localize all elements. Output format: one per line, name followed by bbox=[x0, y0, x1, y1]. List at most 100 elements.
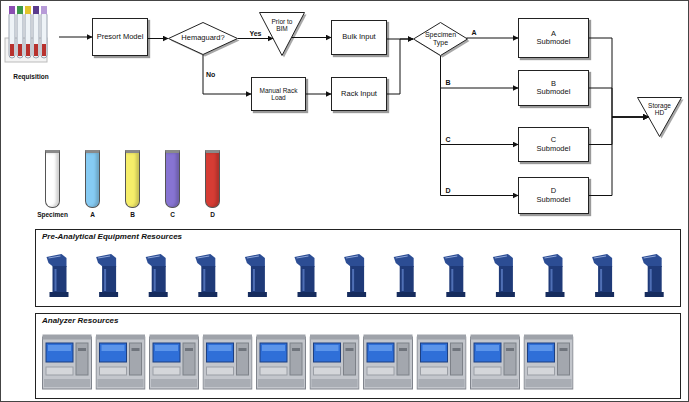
specimen-tube-swatch bbox=[165, 150, 180, 208]
node-text: B Submodel bbox=[535, 80, 573, 97]
shape-outline bbox=[169, 23, 238, 55]
connector-arrow bbox=[292, 37, 331, 38]
analyzer-icons bbox=[43, 335, 574, 390]
submodel-box: B Submodel bbox=[518, 70, 589, 106]
connector-arrow bbox=[148, 38, 168, 39]
connector-arrow bbox=[589, 88, 648, 117]
submodel-box: D Submodel bbox=[518, 177, 589, 214]
tube bbox=[41, 12, 47, 58]
panel-heading: Analyzer Resources bbox=[42, 317, 118, 326]
node-label: Pre-Analytical Equipment Resources bbox=[42, 233, 182, 242]
analyzer-instrument bbox=[471, 335, 520, 390]
node-label: Analyzer Resources bbox=[42, 317, 118, 326]
connector-arrow bbox=[589, 117, 648, 145]
pre-analytical-instrument bbox=[344, 254, 366, 297]
tube-liquid bbox=[18, 44, 22, 56]
tube bbox=[25, 12, 31, 58]
legend-text: B bbox=[108, 211, 158, 218]
analyzer-instrument bbox=[150, 335, 199, 390]
connector-arrow bbox=[387, 39, 413, 94]
node-text: Prior to BIM bbox=[268, 18, 296, 32]
analyzer-instrument bbox=[524, 335, 573, 390]
connector-label: A bbox=[471, 29, 476, 36]
pre-analytical-instrument bbox=[543, 254, 565, 297]
connector-arrow bbox=[59, 37, 92, 38]
node-label: A Submodel bbox=[535, 30, 573, 47]
tube-liquid bbox=[26, 44, 30, 56]
pre-analytical-icons bbox=[47, 254, 664, 297]
panel-heading: Pre-Analytical Equipment Resources bbox=[42, 233, 182, 242]
node-label: Bulk Input bbox=[342, 33, 375, 41]
requisition-node: Requisition bbox=[3, 3, 59, 80]
resource-panel: Analyzer Resources bbox=[35, 313, 681, 399]
node-text: Rack Input bbox=[341, 90, 377, 98]
connector-arrow bbox=[466, 38, 518, 39]
shape-outline bbox=[638, 98, 682, 137]
submodel-box: A Submodel bbox=[518, 18, 589, 58]
process-box: Bulk Input bbox=[331, 20, 387, 55]
connector-arrow bbox=[589, 38, 648, 117]
pre-analytical-instrument bbox=[47, 254, 69, 297]
node-text: Bulk Input bbox=[342, 33, 375, 41]
tube-cap bbox=[33, 6, 39, 14]
process-box: Presort Model bbox=[92, 18, 148, 56]
specimen-tube-swatch bbox=[45, 150, 60, 208]
tube-liquid bbox=[34, 44, 38, 56]
legend-text: Specimen bbox=[28, 211, 78, 218]
triangle-node: Prior to BIM bbox=[259, 12, 305, 56]
connector-arrow bbox=[306, 94, 331, 95]
shape-outline bbox=[414, 23, 468, 56]
process-box: Rack Input bbox=[331, 77, 387, 111]
node-label: B Submodel bbox=[535, 80, 573, 97]
node-text: C Submodel bbox=[535, 136, 573, 153]
analyzer-instrument bbox=[417, 335, 466, 390]
requisition-paper bbox=[5, 38, 47, 62]
connector-arrow bbox=[441, 56, 519, 88]
node-text: Hemaguard? bbox=[181, 34, 224, 42]
pre-analytical-instrument bbox=[96, 254, 118, 297]
connector-arrow bbox=[589, 117, 648, 196]
resource-panel: Pre-Analytical Equipment Resources bbox=[35, 229, 681, 307]
tube bbox=[33, 12, 39, 58]
analyzer-instrument bbox=[43, 335, 92, 390]
pre-analytical-instrument bbox=[146, 254, 168, 297]
pre-analytical-instrument bbox=[295, 254, 317, 297]
tube-cap bbox=[9, 6, 15, 14]
pre-analytical-instrument bbox=[394, 254, 416, 297]
decision-diamond: Specimen Type bbox=[413, 22, 468, 56]
node-text: Presort Model bbox=[97, 33, 144, 41]
node-text: Manual Rack Load bbox=[252, 87, 305, 101]
legend-text: A bbox=[68, 211, 118, 218]
submodel-box: C Submodel bbox=[518, 127, 589, 162]
legend-text: D bbox=[188, 211, 238, 218]
node-text: Specimen Type bbox=[424, 31, 458, 46]
node-label: Rack Input bbox=[341, 90, 377, 98]
connector-arrow bbox=[238, 38, 273, 39]
node-label: Hemaguard? bbox=[181, 34, 224, 42]
analyzer-instrument bbox=[257, 335, 306, 390]
analyzer-instrument bbox=[310, 335, 359, 390]
node-label: Prior to BIM bbox=[268, 18, 296, 32]
connector-label: B bbox=[446, 79, 451, 86]
shape-outline bbox=[260, 13, 305, 56]
process-box: Manual Rack Load bbox=[251, 77, 306, 111]
specimen-tube-swatch bbox=[85, 150, 100, 208]
node-text: Requisition bbox=[13, 73, 48, 80]
pre-analytical-instrument bbox=[493, 254, 515, 297]
analyzer-instrument bbox=[96, 335, 145, 390]
tube-liquid bbox=[10, 44, 14, 56]
tube-cap bbox=[41, 6, 47, 14]
node-label: C Submodel bbox=[535, 136, 573, 153]
tube bbox=[17, 12, 23, 58]
decision-diamond: Hemaguard? bbox=[168, 22, 238, 55]
pre-analytical-instrument bbox=[443, 254, 465, 297]
pre-analytical-instrument bbox=[642, 254, 664, 297]
pre-analytical-instrument bbox=[195, 254, 217, 297]
analyzer-instrument bbox=[203, 335, 252, 390]
pre-analytical-instrument bbox=[592, 254, 614, 297]
analyzer-instrument bbox=[364, 335, 413, 390]
node-label: Presort Model bbox=[97, 33, 144, 41]
connector-arrow bbox=[441, 56, 519, 196]
connector-label: C bbox=[446, 136, 451, 143]
